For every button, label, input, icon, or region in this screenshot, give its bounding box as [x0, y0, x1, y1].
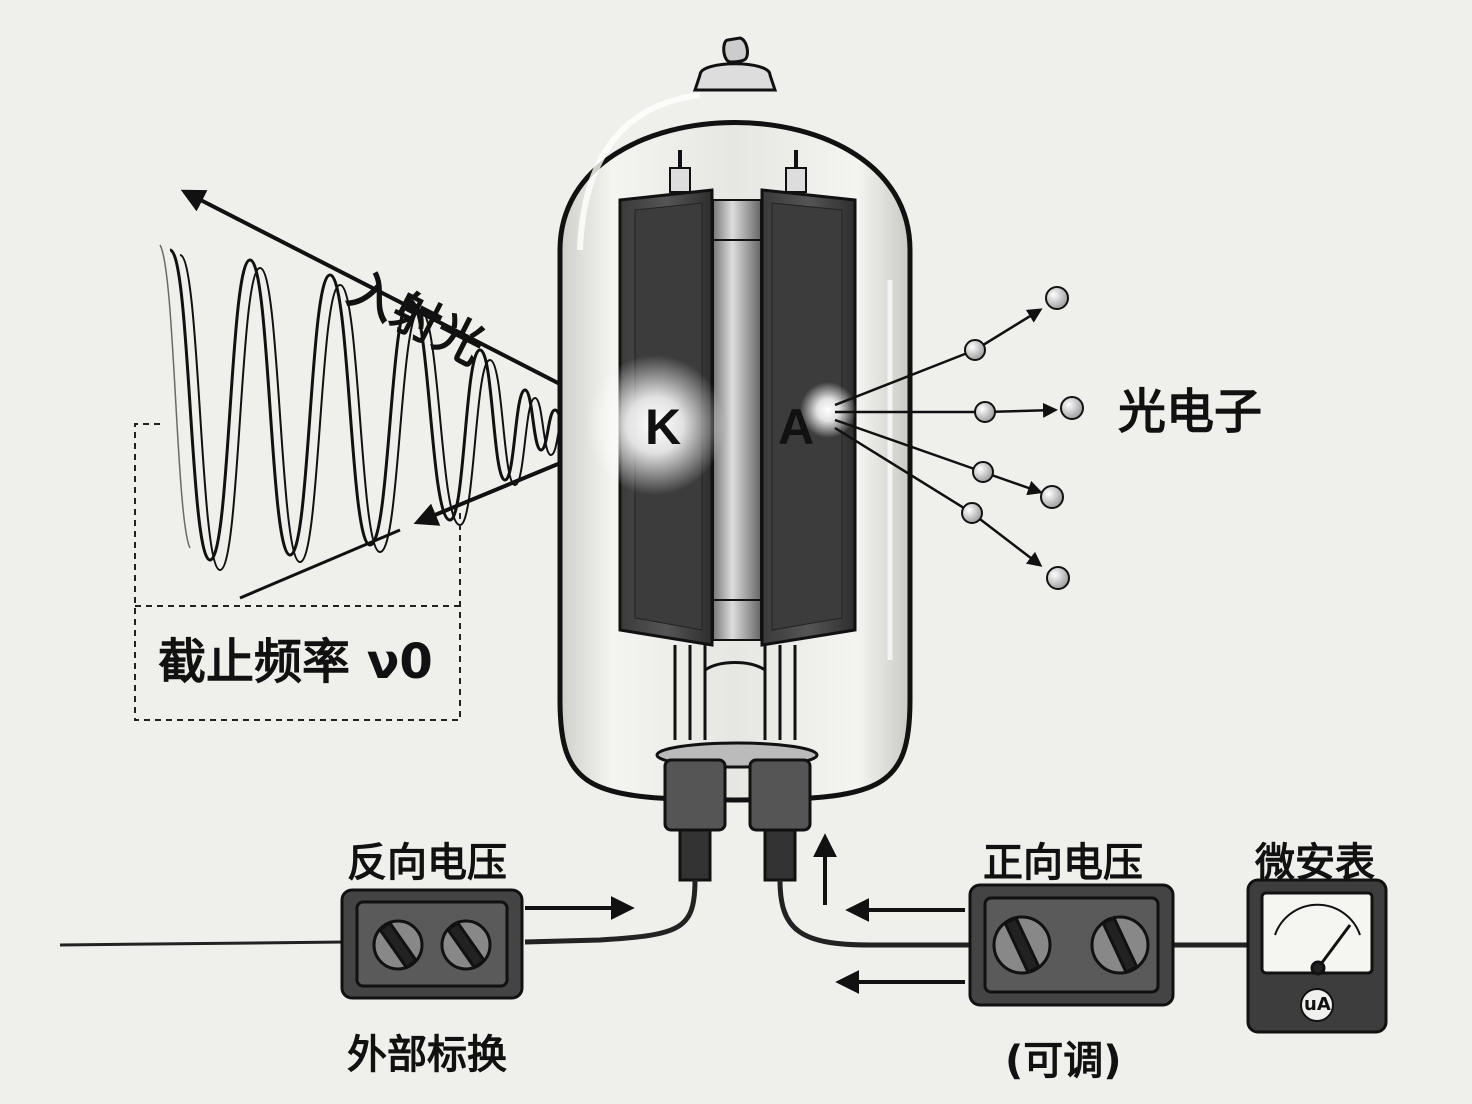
- electron-particle: [1045, 286, 1069, 310]
- arrows-voltage: [525, 833, 965, 994]
- external-switch-label: 外部标换: [347, 1032, 507, 1078]
- microammeter: [1246, 878, 1388, 1034]
- anode-glow: [800, 382, 856, 438]
- tube-connectors: [663, 758, 812, 882]
- electron-particle: [1040, 485, 1064, 509]
- cutoff-frequency-label: 截止频率 ν0: [158, 634, 433, 690]
- light-wave: [159, 244, 641, 572]
- meter-unit-label: uA: [1304, 994, 1331, 1015]
- photoelectron-label: 光电子: [1118, 384, 1263, 440]
- electron-particle: [1060, 396, 1084, 420]
- electron-particle: [974, 401, 996, 423]
- cathode-label: K: [645, 399, 682, 455]
- anode-label: A: [778, 399, 815, 455]
- electron-particle: [1046, 566, 1070, 590]
- microammeter-label: 微安表: [1255, 840, 1375, 886]
- reverse-voltage-switch: [340, 888, 524, 1000]
- electron-particles: [961, 286, 1084, 590]
- electron-particle: [961, 502, 983, 524]
- adjustable-label: (可调): [1005, 1038, 1122, 1084]
- electron-particle: [964, 339, 986, 361]
- reverse-voltage-label: 反向电压: [347, 840, 507, 886]
- cathode-glow: [585, 355, 725, 495]
- electron-particle: [972, 461, 994, 483]
- forward-voltage-label: 正向电压: [983, 840, 1143, 886]
- photoelectron-paths: [834, 308, 1058, 567]
- cutoff-frequency-box: [134, 423, 461, 721]
- wires: [59, 879, 1250, 948]
- forward-voltage-supply: [968, 883, 1175, 1007]
